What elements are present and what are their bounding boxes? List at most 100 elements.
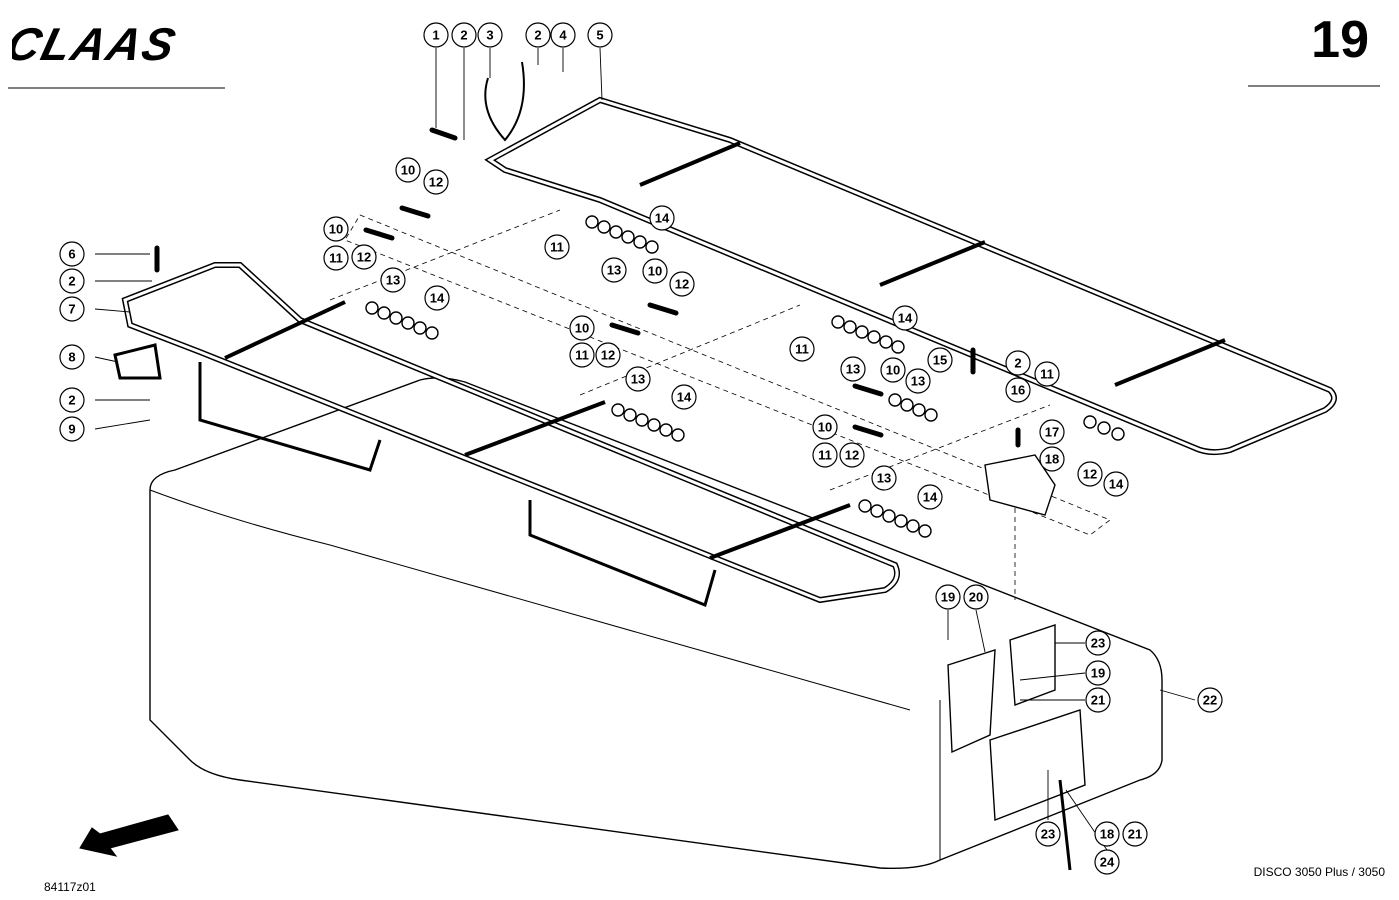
- callout-8: 8: [59, 344, 85, 370]
- callout-label: 12: [1083, 467, 1097, 482]
- callout-18: 18: [1039, 446, 1065, 472]
- callout-12: 12: [839, 442, 865, 468]
- callout-10: 10: [642, 258, 668, 284]
- callout-label: 13: [877, 471, 891, 486]
- claas-logo: CLAAS: [1, 18, 232, 73]
- callout-label: 20: [969, 590, 983, 605]
- callout-label: 5: [596, 28, 603, 43]
- callout-2: 2: [1005, 350, 1031, 376]
- callout-label: 12: [845, 448, 859, 463]
- callout-circle: [1035, 821, 1061, 847]
- callout-circle: [1085, 660, 1111, 686]
- callout-20: 20: [963, 584, 989, 610]
- callout-11: 11: [323, 245, 349, 271]
- logo-text: CLAAS: [12, 19, 182, 68]
- callout-circle: [871, 465, 897, 491]
- callout-label: 13: [911, 374, 925, 389]
- callout-label: 14: [923, 490, 938, 505]
- hardware-stack-e: [858, 499, 932, 538]
- callout-circle: [569, 315, 595, 341]
- callout-21: 21: [1085, 687, 1111, 713]
- callout-label: 4: [559, 28, 567, 43]
- callout-label: 19: [941, 590, 955, 605]
- callout-circle: [351, 244, 377, 270]
- callout-10: 10: [395, 157, 421, 183]
- callout-circle: [525, 22, 551, 48]
- spring-24: [1058, 779, 1072, 871]
- callout-label: 11: [795, 342, 809, 357]
- callout-circle: [963, 584, 989, 610]
- callout-circle: [59, 344, 85, 370]
- sheet-number: 19: [1311, 11, 1369, 69]
- callout-circle: [423, 22, 449, 48]
- callout-11: 11: [1034, 361, 1060, 387]
- callout-12: 12: [423, 169, 449, 195]
- callout-label: 11: [1040, 367, 1054, 382]
- callout-label: 7: [68, 302, 75, 317]
- callout-23: 23: [1035, 821, 1061, 847]
- hardware-stack-g: [1083, 415, 1125, 441]
- callout-19: 19: [1085, 660, 1111, 686]
- callout-23: 23: [1085, 630, 1111, 656]
- callout-14: 14: [424, 285, 450, 311]
- cable-3: [484, 61, 525, 142]
- callout-label: 18: [1100, 827, 1114, 842]
- callout-circle: [1005, 377, 1031, 403]
- callout-circle: [789, 336, 815, 362]
- callout-3: 3: [477, 22, 503, 48]
- callout-label: 14: [430, 291, 445, 306]
- flap-23-upper: [1009, 624, 1056, 706]
- callout-label: 2: [68, 274, 75, 289]
- callout-label: 13: [846, 362, 860, 377]
- callout-label: 10: [886, 363, 900, 378]
- callout-label: 2: [68, 393, 75, 408]
- callout-13: 13: [840, 356, 866, 382]
- callout-label: 21: [1128, 827, 1142, 842]
- hardware-stack-a: [585, 215, 659, 254]
- callout-label: 19: [1091, 666, 1105, 681]
- callout-circle: [840, 356, 866, 382]
- callout-circle: [917, 484, 943, 510]
- callout-7: 7: [59, 296, 85, 322]
- callout-11: 11: [789, 336, 815, 362]
- callout-10: 10: [880, 357, 906, 383]
- callout-14: 14: [671, 384, 697, 410]
- callout-label: 2: [460, 28, 467, 43]
- callout-13: 13: [871, 465, 897, 491]
- callout-circle: [451, 22, 477, 48]
- callout-circle: [395, 157, 421, 183]
- callout-label: 14: [1109, 477, 1124, 492]
- front-frame: [113, 262, 900, 608]
- callout-14: 14: [1103, 471, 1129, 497]
- callout-circle: [812, 414, 838, 440]
- callout-2: 2: [525, 22, 551, 48]
- hardware-stack-b: [365, 301, 439, 340]
- callout-label: 22: [1203, 693, 1217, 708]
- callout-label: 9: [68, 422, 75, 437]
- callout-label: 15: [933, 353, 947, 368]
- cover-edge: [149, 489, 911, 711]
- callout-label: 10: [329, 222, 343, 237]
- callout-1: 1: [423, 22, 449, 48]
- callout-circle: [59, 241, 85, 267]
- callout-5: 5: [587, 22, 613, 48]
- callout-circle: [477, 22, 503, 48]
- callout-circle: [1034, 361, 1060, 387]
- callout-circle: [1085, 630, 1111, 656]
- callout-circle: [59, 387, 85, 413]
- callout-label: 2: [1014, 356, 1021, 371]
- hardware-stack-c: [611, 403, 685, 442]
- callout-6: 6: [59, 241, 85, 267]
- callout-10: 10: [569, 315, 595, 341]
- callout-label: 3: [486, 28, 493, 43]
- callout-13: 13: [905, 368, 931, 394]
- callout-circle: [423, 169, 449, 195]
- callout-circle: [1005, 350, 1031, 376]
- callout-circle: [569, 342, 595, 368]
- callout-label: 11: [550, 240, 564, 255]
- callout-label: 11: [575, 348, 589, 363]
- hardware-stack-f: [888, 393, 938, 422]
- alignment-line-2: [579, 304, 801, 396]
- callout-circle: [1085, 687, 1111, 713]
